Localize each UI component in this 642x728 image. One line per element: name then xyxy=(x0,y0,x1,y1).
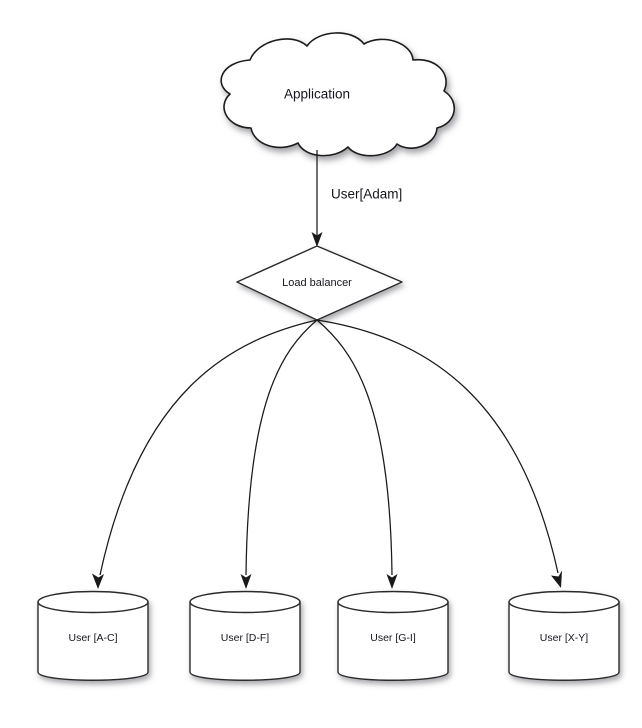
cloud-label: Application xyxy=(284,87,350,102)
cloud-icon xyxy=(220,32,455,157)
edge-lb-to-db-a-c xyxy=(92,319,318,589)
edge-lb-to-db-d-f xyxy=(240,319,318,589)
load-balancer-node[interactable]: Load balancer xyxy=(236,245,403,321)
database-label-x-y: User [X-Y] xyxy=(540,632,589,644)
database-label-g-i: User [G-I] xyxy=(370,632,416,644)
database-node-x-y[interactable]: User [X-Y] xyxy=(508,590,620,681)
database-cylinder-icon xyxy=(189,590,301,681)
database-label-a-c: User [A-C] xyxy=(68,632,117,644)
database-node-d-f[interactable]: User [D-F] xyxy=(189,590,301,681)
database-cylinder-icon xyxy=(337,590,449,681)
arrow-head-icon xyxy=(386,574,398,589)
edge-app-to-lb-label: User[Adam] xyxy=(331,187,402,202)
edge-lb-to-db-x-y-line xyxy=(316,319,559,574)
edge-lb-to-db-x-y xyxy=(316,319,562,588)
load-balancer-label: Load balancer xyxy=(282,277,352,289)
edge-app-to-lb xyxy=(311,150,323,247)
arrow-head-icon xyxy=(551,570,562,588)
database-cylinder-icon xyxy=(508,590,620,681)
edge-lb-to-db-a-c-line xyxy=(99,319,318,576)
arrow-head-icon xyxy=(240,574,252,589)
edge-lb-to-db-g-i-line xyxy=(316,319,393,576)
database-cylinder-icon xyxy=(37,590,149,681)
cloud-node[interactable]: Application xyxy=(220,32,455,157)
arrow-head-icon xyxy=(92,573,104,589)
database-node-a-c[interactable]: User [A-C] xyxy=(37,590,149,681)
arrow-head-icon xyxy=(311,232,323,247)
edge-lb-to-db-g-i xyxy=(316,319,398,589)
database-label-d-f: User [D-F] xyxy=(221,632,269,644)
edge-lb-to-db-d-f-line xyxy=(245,319,318,576)
database-node-g-i[interactable]: User [G-I] xyxy=(337,590,449,681)
